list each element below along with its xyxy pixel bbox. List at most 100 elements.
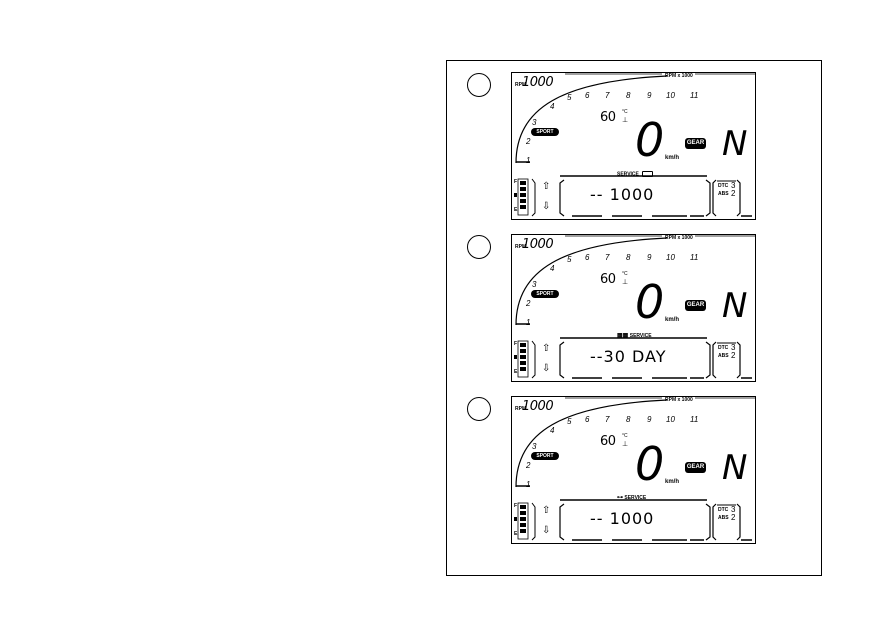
service-text: SERVICE bbox=[617, 171, 639, 178]
tick-6: 6 bbox=[585, 415, 590, 424]
riding-mode-badge: SPORT bbox=[531, 290, 559, 298]
fuel-bar bbox=[520, 355, 526, 359]
lcd-display: RPM 1000 RPM x 1000 1 2 3 4 5 6 7 8 9 10… bbox=[511, 72, 756, 220]
tick-7: 7 bbox=[605, 415, 610, 424]
service-label: ▦▦ SERVICE bbox=[617, 333, 652, 339]
coolant-temp-icon: ⊥ bbox=[622, 117, 629, 124]
tick-3: 3 bbox=[532, 442, 537, 451]
tick-2: 2 bbox=[526, 299, 531, 308]
figure-frame bbox=[446, 60, 822, 576]
speed-unit: km/h bbox=[665, 317, 680, 323]
dtc-label: DTC bbox=[718, 345, 729, 351]
service-label: ⊶ SERVICE bbox=[617, 495, 646, 501]
dtc-label: DTC bbox=[718, 507, 729, 513]
fuel-empty-label: E bbox=[514, 531, 518, 537]
tick-1: 1 bbox=[526, 318, 531, 327]
abs-label: ABS bbox=[718, 191, 729, 197]
temperature-unit: °C bbox=[622, 433, 628, 439]
fuel-bar bbox=[520, 343, 526, 347]
dtc-value: 3 bbox=[731, 181, 736, 190]
fuel-bracket bbox=[531, 340, 536, 379]
tick-10: 10 bbox=[666, 253, 675, 262]
fuel-bar bbox=[520, 367, 526, 371]
abs-label: ABS bbox=[718, 515, 729, 521]
tick-6: 6 bbox=[585, 253, 590, 262]
speed-value: 0 bbox=[635, 113, 665, 167]
fuel-pump-icon bbox=[514, 355, 517, 359]
rpm-value: 1000 bbox=[522, 75, 554, 90]
fuel-full-label: F bbox=[514, 179, 518, 185]
riding-mode-badge: SPORT bbox=[531, 128, 559, 136]
tick-7: 7 bbox=[605, 91, 610, 100]
gear-label: GEAR bbox=[685, 462, 706, 473]
tachometer-arc bbox=[515, 399, 668, 488]
message-bracket-right bbox=[705, 503, 711, 541]
temperature-value: 60 bbox=[600, 434, 616, 449]
lcd-segments bbox=[514, 397, 755, 541]
tick-5: 5 bbox=[567, 417, 572, 426]
tick-10: 10 bbox=[666, 91, 675, 100]
temperature-unit: °C bbox=[622, 109, 628, 115]
fuel-gauge-frame bbox=[517, 178, 529, 216]
speed-unit: km/h bbox=[665, 479, 680, 485]
tick-5: 5 bbox=[567, 255, 572, 264]
tick-1: 1 bbox=[526, 480, 531, 489]
speed-value: 0 bbox=[635, 275, 665, 329]
message-bracket-right bbox=[705, 341, 711, 379]
service-text: SERVICE bbox=[624, 495, 647, 501]
fuel-bar bbox=[520, 361, 526, 365]
message-bracket-right bbox=[705, 179, 711, 217]
fuel-bar bbox=[520, 523, 526, 527]
oil-can-icon bbox=[642, 171, 654, 177]
rpm-unit: RPM x 1000 bbox=[665, 235, 693, 241]
abs-value: 2 bbox=[731, 513, 736, 522]
fuel-empty-label: E bbox=[514, 369, 518, 375]
tachometer-arc bbox=[515, 75, 668, 164]
tick-9: 9 bbox=[647, 253, 652, 262]
dtc-bracket-right bbox=[736, 179, 741, 217]
fuel-bar bbox=[520, 187, 526, 191]
tick-6: 6 bbox=[585, 91, 590, 100]
step-circle-icon bbox=[467, 235, 491, 259]
tick-2: 2 bbox=[526, 137, 531, 146]
abs-value: 2 bbox=[731, 351, 736, 360]
fuel-bar bbox=[520, 529, 526, 533]
fuel-bar bbox=[520, 505, 526, 509]
fuel-pump-icon bbox=[514, 193, 517, 197]
tick-5: 5 bbox=[567, 93, 572, 102]
lcd-segments bbox=[514, 73, 755, 217]
gear-label: GEAR bbox=[685, 138, 706, 149]
speed-value: 0 bbox=[635, 437, 665, 491]
arrow-down-icon: ⇩ bbox=[542, 201, 551, 212]
arrow-down-icon: ⇩ bbox=[542, 363, 551, 374]
gear-value: N bbox=[722, 286, 748, 326]
lcd-display: RPM 1000 RPM x 1000 1 2 3 4 5 6 7 8 9 10… bbox=[511, 234, 756, 382]
fuel-bar bbox=[520, 181, 526, 185]
abs-value: 2 bbox=[731, 189, 736, 198]
speed-unit: km/h bbox=[665, 155, 680, 161]
tick-9: 9 bbox=[647, 415, 652, 424]
lcd-display: RPM 1000 RPM x 1000 1 2 3 4 5 6 7 8 9 10… bbox=[511, 396, 756, 544]
dtc-bracket-right bbox=[736, 341, 741, 379]
lcd-message: -- 1000 bbox=[590, 509, 655, 528]
tick-4: 4 bbox=[550, 426, 555, 435]
dtc-value: 3 bbox=[731, 505, 736, 514]
fuel-bar bbox=[520, 349, 526, 353]
tick-9: 9 bbox=[647, 91, 652, 100]
tick-3: 3 bbox=[532, 118, 537, 127]
tick-1: 1 bbox=[526, 156, 531, 165]
fuel-bar bbox=[520, 199, 526, 203]
tick-3: 3 bbox=[532, 280, 537, 289]
rpm-unit: RPM x 1000 bbox=[665, 73, 693, 79]
tick-10: 10 bbox=[666, 415, 675, 424]
temperature-value: 60 bbox=[600, 272, 616, 287]
fuel-bar bbox=[520, 193, 526, 197]
fuel-full-label: F bbox=[514, 341, 518, 347]
message-bracket-left bbox=[559, 341, 565, 379]
service-label: SERVICE bbox=[617, 171, 654, 178]
fuel-bar bbox=[520, 517, 526, 521]
rpm-label: RPM bbox=[515, 406, 527, 412]
fuel-empty-label: E bbox=[514, 207, 518, 213]
fuel-pump-icon bbox=[514, 517, 517, 521]
lcd-message: -- 1000 bbox=[590, 185, 655, 204]
